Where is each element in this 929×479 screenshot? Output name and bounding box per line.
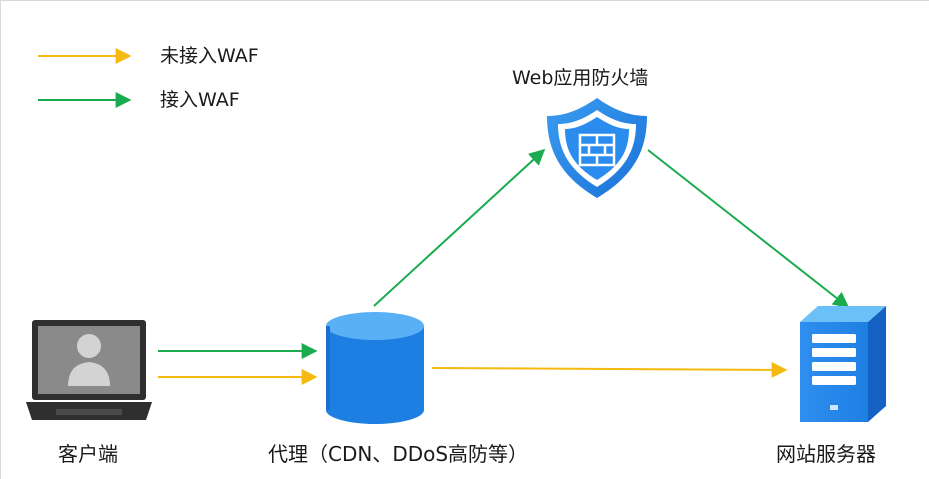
legend-connected-label: 接入WAF	[160, 89, 240, 111]
legend-not-connected-label: 未接入WAF	[160, 45, 259, 67]
waf-to-server-green-arrow	[647, 149, 850, 308]
laptop-user-icon	[26, 320, 152, 420]
proxy-label: 代理（CDN、DDoS高防等）	[268, 442, 529, 466]
server-label: 网站服务器	[776, 442, 876, 466]
proxy-to-waf-green-arrow	[373, 148, 546, 307]
proxy-to-server-yellow-arrow	[431, 361, 788, 378]
shield-firewall-icon	[547, 98, 647, 198]
database-icon	[326, 312, 424, 424]
server-icon	[800, 306, 886, 422]
client-label: 客户端	[58, 442, 118, 466]
waf-label: Web应用防火墙	[512, 67, 649, 89]
